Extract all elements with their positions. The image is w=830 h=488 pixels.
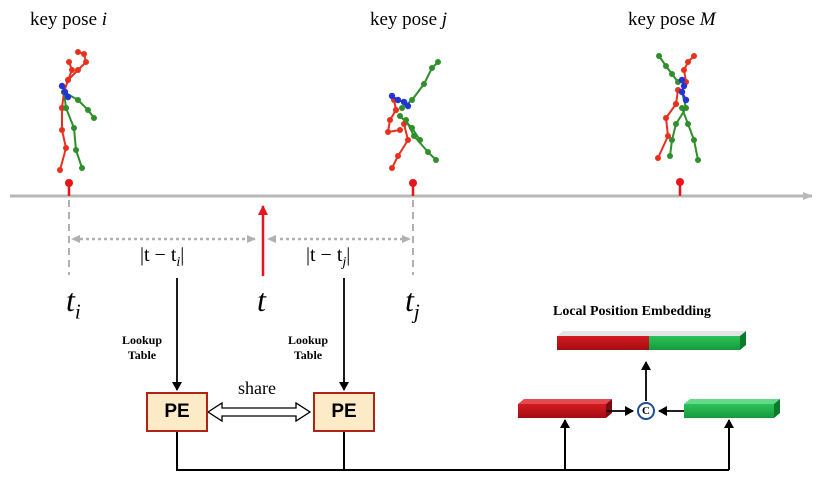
share-label: share: [238, 378, 276, 398]
key-pose-label-j: key pose j: [370, 9, 448, 30]
distance-label-i: |t − ti|: [140, 244, 185, 270]
skeleton-key-pose-j: [385, 59, 441, 171]
connector-bottom: [176, 432, 729, 471]
concat-icon: C: [637, 402, 655, 420]
key-pose-label-i: key pose i: [30, 9, 108, 30]
local-position-embedding-title: Local Position Embedding: [553, 304, 711, 319]
local-position-embedding-bar: [557, 331, 746, 350]
distance-label-j: |t − tj|: [306, 244, 351, 270]
pe-box-left: PE: [146, 392, 208, 432]
pe-box-right: PE: [313, 392, 375, 432]
time-label-tj: tj: [405, 282, 420, 324]
key-marker-j: [409, 179, 417, 196]
green-embedding-bar: [684, 399, 780, 418]
key-marker-i: [65, 179, 73, 196]
key-marker-M: [676, 178, 684, 196]
skeleton-key-pose-i: [57, 49, 97, 173]
time-label-t: t: [257, 282, 266, 318]
time-label-ti: ti: [66, 282, 81, 324]
red-embedding-bar: [518, 399, 612, 418]
key-pose-label-M: key pose M: [628, 9, 716, 30]
share-arrow: [206, 401, 312, 423]
skeleton-key-pose-M: [655, 53, 701, 163]
